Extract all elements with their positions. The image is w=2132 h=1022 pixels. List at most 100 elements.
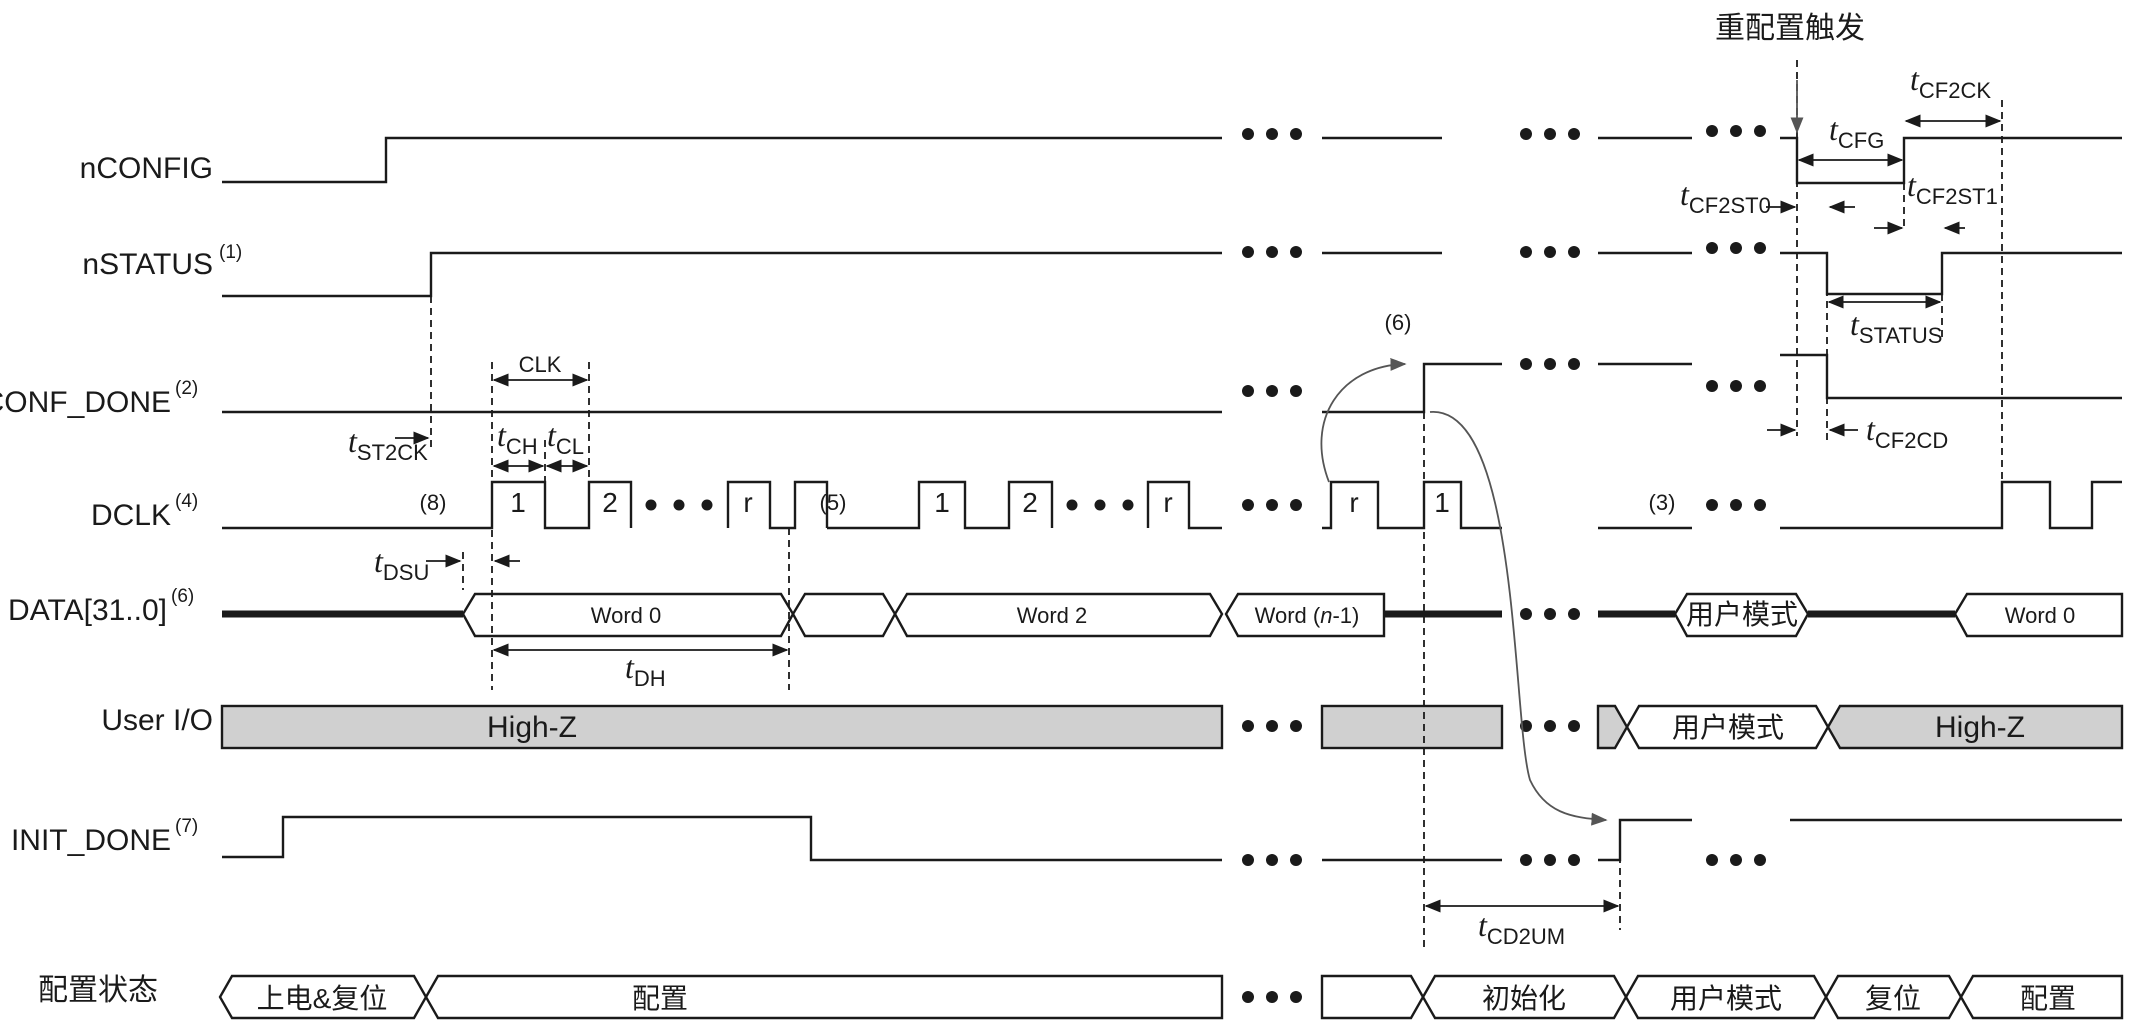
data-word0-b [1953,592,2124,638]
dclk-ellipsis-a2 [673,499,685,511]
tlabel-tdh: tDH [625,649,666,691]
footnote-markers: (8) (5) (6) (3) [420,310,1676,515]
data-word0-b-label: Word 0 [2005,603,2076,628]
state-reset [1824,974,1963,1020]
label-user-io: User I/O [101,704,213,737]
note-conf-done: (2) [175,378,198,399]
tlabel-tdsu: tDSU [374,543,429,585]
note-5: (5) [820,490,847,515]
user-io-highz-label: High-Z [487,711,577,744]
nconfig-reconfig-pulse [1780,136,2122,185]
dclk-pulse-rb: r [1163,487,1172,518]
user-io-highz-a [220,704,1224,750]
user-io-highz-label-2: High-Z [1935,711,2025,744]
user-io-user-mode-label: 用户模式 [1672,712,1784,743]
dclk-ellipsis-b3 [1122,499,1134,511]
note-nstatus: (1) [219,242,242,263]
arc-conf-done-to-init-done [1429,411,1608,826]
state-reconfiguration [1959,974,2124,1020]
state-reconfiguration-label: 配置 [2020,983,2076,1014]
state-reset-label: 复位 [1865,983,1921,1014]
ellipsis-columns [1242,125,1766,1003]
dclk-pulse-r-b [1146,480,1222,530]
arc-dclk-to-conf-done [1320,357,1407,483]
label-dclk: DCLK [91,499,171,532]
data-word0 [461,592,795,638]
dclk-pulse-r-a [726,480,829,530]
dclk-pulse-r: r [743,487,752,518]
tlabel-tcf2ck: tCF2CK [1910,61,1991,103]
tlabel-tcl: tCL [547,417,584,459]
data-word1 [791,592,897,638]
waveform-user-io: High-Z 用户模式 High-Z [220,704,2124,750]
dclk-pulse-1: 1 [510,487,526,518]
data-user-mode-label: 用户模式 [1686,599,1798,630]
data-user-mode [1673,592,1810,638]
dclk-pulse-rc: r [1349,487,1358,518]
note-6: (6) [1385,310,1412,335]
signal-labels: nCONFIG nSTATUS (1) CONF_DONE (2) DCLK (… [0,152,242,1007]
dclk-pulse-2: 2 [602,487,618,518]
ellipsis-col3 [1706,125,1766,866]
nstatus-rise [222,251,1222,298]
conf-done-fall [1780,353,2122,400]
nconfig-rise [222,136,1222,184]
state-initialization-label: 初始化 [1482,983,1566,1014]
timing-labels: CLK tST2CK tCH tCL tDSU tDH tCFG tCF2CK … [348,61,1998,949]
note-data: (6) [171,586,194,607]
dclk-pulses-d [1780,480,2122,530]
tlabel-tcf2st1: tCF2ST1 [1907,167,1998,209]
init-done-pulse [222,815,1222,862]
reference-lines [430,60,2003,950]
user-io-highz-c [1596,704,1629,750]
note-dclk: (4) [175,491,198,512]
init-done-rise [1598,818,1692,862]
label-data: DATA[31..0] [8,594,167,627]
label-nstatus: nSTATUS [82,248,213,281]
dclk-ellipsis-a1 [645,499,657,511]
data-word-n1 [1224,592,1386,638]
timing-dimensions [395,114,2002,913]
reconfig-trigger-caption: 重配置触发 [1715,12,1865,45]
dclk-ellipsis-b1 [1066,499,1078,511]
waveform-data: Word 0 Word 2 Word (n-1) 用户模式 Word 0 [222,592,2124,638]
causality-arcs [1320,80,1804,826]
tlabel-tcf2cd: tCF2CD [1866,411,1948,453]
ellipsis-col1 [1242,128,1302,1003]
tlabel-tch: tCH [497,417,538,459]
data-word0-label: Word 0 [591,603,662,628]
data-word-n1-label: Word (n-1) [1255,603,1360,628]
waveform-config-state: 上电&复位 配置 初始化 用户模式 复位 配置 [218,974,2124,1020]
state-power-reset-label: 上电&复位 [257,983,388,1014]
nstatus-reset-pulse [1780,251,2122,296]
dclk-pulse-1c: 1 [1434,487,1450,518]
ellipsis-col2 [1520,128,1580,866]
conf-done-rise [1322,362,1502,414]
tlabel-tcfg: tCFG [1829,111,1884,153]
state-user-mode-label: 用户模式 [1670,983,1782,1014]
waveform-init-done [222,815,2122,862]
state-user-mode [1624,974,1828,1020]
dclk-ellipsis-b2 [1094,499,1106,511]
tlabel-tstatus: tSTATUS [1850,306,1942,348]
dclk-ellipsis-a3 [701,499,713,511]
waveform-dclk: 1 2 r 1 2 r r 1 [222,480,2122,530]
label-conf-done: CONF_DONE [0,386,171,419]
state-configuration [424,974,1224,1020]
dclk-pulses-b [827,480,1054,530]
dclk-pulse-2b: 2 [1022,487,1038,518]
dclk-pulse-1b: 1 [934,487,950,518]
user-io-highz-d [1826,704,2124,750]
note-8: (8) [420,490,447,515]
tlabel-tst2ck: tST2CK [348,423,428,465]
tlabel-clk: CLK [519,352,562,377]
waveform-nconfig [222,136,2122,185]
state-initialization [1421,974,1628,1020]
user-io-highz-b [1320,704,1504,750]
waveform-nstatus [222,251,2122,298]
data-word2 [893,592,1224,638]
state-configuration-label: 配置 [632,983,688,1014]
user-io-user-mode [1625,704,1830,750]
